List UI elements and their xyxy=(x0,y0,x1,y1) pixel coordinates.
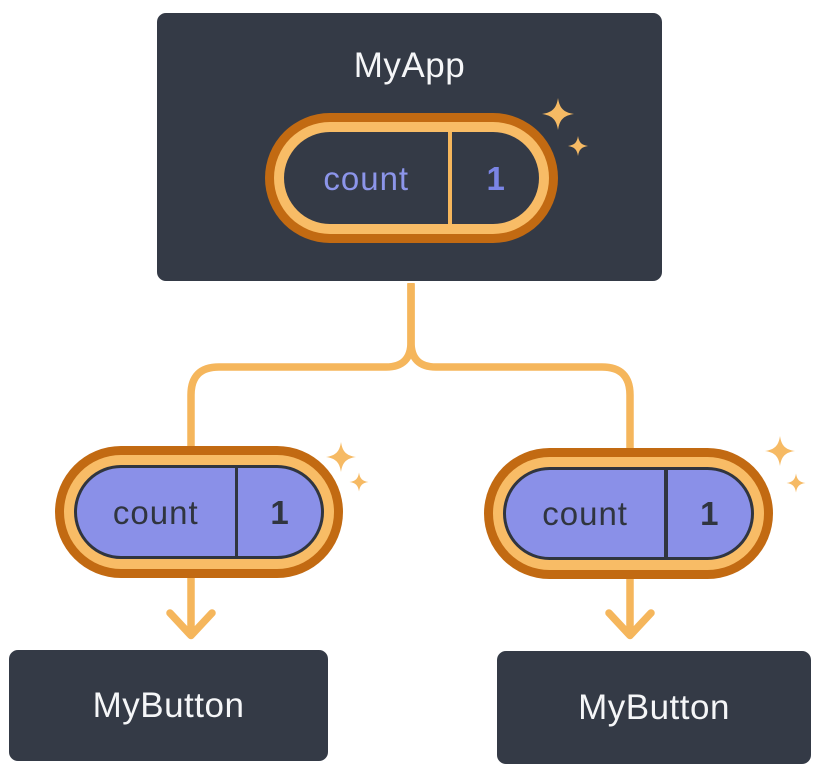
state-name: count xyxy=(112,493,199,531)
state-pill-child-left: count 1 xyxy=(55,446,343,578)
state-name: count xyxy=(542,495,628,532)
pill-ring: count 1 xyxy=(274,122,549,234)
state-pill-child-right: count 1 xyxy=(484,448,773,579)
state-value: 1 xyxy=(270,493,289,531)
state-value: 1 xyxy=(486,159,505,197)
pill-ring: count 1 xyxy=(493,457,764,570)
arrow-down-right-icon xyxy=(605,573,655,640)
component-title: MyButton xyxy=(92,685,245,725)
connector-left-branch xyxy=(187,280,415,452)
state-name: count xyxy=(323,159,410,197)
state-value: 1 xyxy=(700,495,719,532)
pill-body: count 1 xyxy=(74,465,324,559)
state-pill-root: count 1 xyxy=(265,113,558,243)
pill-body: count 1 xyxy=(284,132,539,224)
component-node-mybutton-left: MyButton xyxy=(7,648,330,763)
pill-divider xyxy=(664,470,668,557)
connector-right-branch xyxy=(407,280,634,454)
pill-divider xyxy=(448,132,453,224)
pill-body: count 1 xyxy=(503,467,754,560)
pill-ring: count 1 xyxy=(64,455,334,569)
component-node-mybutton-right: MyButton xyxy=(495,649,813,766)
component-title: MyApp xyxy=(353,46,466,85)
pill-divider xyxy=(234,468,239,556)
arrow-down-left-icon xyxy=(166,572,216,640)
component-title: MyButton xyxy=(578,687,730,727)
